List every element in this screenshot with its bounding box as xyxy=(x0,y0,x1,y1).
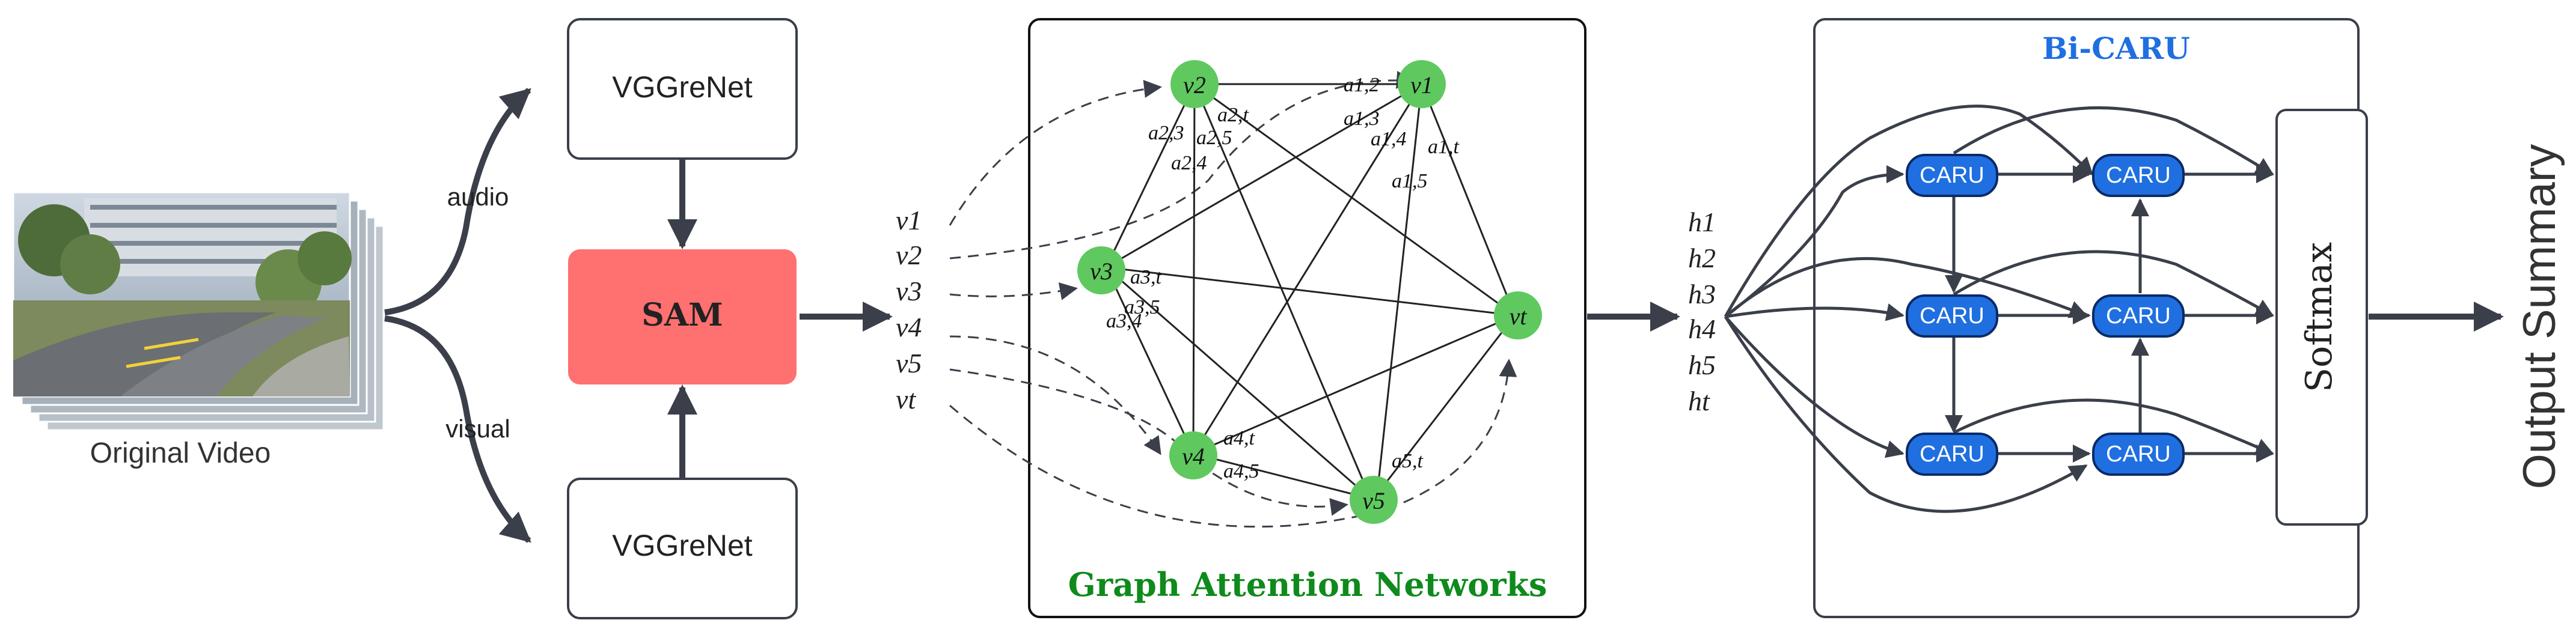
bicaru-title: Bi-CARU xyxy=(2042,31,2190,66)
softmax-box xyxy=(2275,109,2368,526)
input-v1: v1 xyxy=(896,205,922,235)
edge-label-a25: a2,5 xyxy=(1196,127,1232,149)
edge-label-a24: a2,4 xyxy=(1171,152,1207,174)
edge-label-a2t: a2,t xyxy=(1217,104,1250,126)
input-vt: vt xyxy=(896,384,916,415)
node-v1-label: v1 xyxy=(1410,71,1433,99)
hidden-h5: h5 xyxy=(1688,350,1716,380)
caru-cell-b2-label: CARU xyxy=(2106,303,2171,329)
input-v2: v2 xyxy=(896,240,922,270)
hidden-h4: h4 xyxy=(1688,314,1716,344)
node-v3-label: v3 xyxy=(1090,258,1113,285)
caru-cell-b3-label: CARU xyxy=(2106,442,2171,467)
node-v3 xyxy=(1077,246,1125,294)
node-v1 xyxy=(1398,60,1446,108)
node-v5 xyxy=(1350,476,1398,524)
visual-label: visual xyxy=(445,415,510,443)
caru-cell-b2 xyxy=(2092,294,2185,338)
caru-cells: CARU CARU CARU CARU CARU CARU xyxy=(1906,154,2185,476)
video-frame xyxy=(12,191,352,398)
edge-label-a5t: a5,t xyxy=(1392,450,1424,472)
edge-label-a23: a2,3 xyxy=(1148,122,1184,144)
node-v4 xyxy=(1169,431,1217,479)
hidden-list: h1 h2 h3 h4 h5 ht xyxy=(1688,207,1716,416)
vggrenet-top-box xyxy=(567,18,798,160)
input-v4: v4 xyxy=(896,312,922,342)
caru-cell-f3 xyxy=(1906,433,1998,476)
input-v3: v3 xyxy=(896,276,922,306)
caru-cell-b1-label: CARU xyxy=(2106,163,2171,188)
fanout-arrows xyxy=(1724,105,2094,513)
audio-label: audio xyxy=(447,183,509,211)
caru-cell-b1 xyxy=(2092,154,2185,197)
caru-cell-f2-label: CARU xyxy=(1920,303,1984,329)
gat-box xyxy=(1028,18,1586,618)
branch-arrows xyxy=(384,88,531,543)
edge-label-a45: a4,5 xyxy=(1223,460,1259,482)
edge-label-a13: a1,3 xyxy=(1344,108,1380,130)
caru-cell-f3-label: CARU xyxy=(1920,442,1984,467)
node-vt xyxy=(1494,291,1542,339)
caru-cell-f1-label: CARU xyxy=(1920,163,1984,188)
softmax-label: Softmax xyxy=(2298,242,2340,392)
node-vt-label: vt xyxy=(1510,303,1528,330)
graph-nodes: v2 v1 v3 vt v4 v5 xyxy=(1077,60,1542,524)
input-list: v1 v2 v3 v4 v5 vt xyxy=(896,205,922,415)
caru-connections xyxy=(1945,106,2274,463)
caru-cell-b3 xyxy=(2092,433,2185,476)
hidden-h3: h3 xyxy=(1688,279,1716,309)
edge-labels: a1,2 a2,t a1,3 a2,3 a2,5 a1,4 a1,t a2,4 … xyxy=(1106,74,1460,482)
vggrenet-bottom-label: VGGreNet xyxy=(612,529,753,562)
video-caption: Original Video xyxy=(90,437,271,469)
edge-label-a1t: a1,t xyxy=(1428,136,1460,158)
edge-label-a14: a1,4 xyxy=(1371,128,1407,150)
caru-cell-f1 xyxy=(1906,154,1998,197)
video-stack xyxy=(12,191,385,431)
edge-label-a4t: a4,t xyxy=(1223,427,1256,449)
gat-title: Graph Attention Networks xyxy=(1068,565,1547,604)
node-v5-label: v5 xyxy=(1362,487,1385,514)
node-v2 xyxy=(1170,60,1219,108)
hidden-ht: ht xyxy=(1688,386,1710,416)
hidden-h1: h1 xyxy=(1688,207,1716,237)
hidden-h2: h2 xyxy=(1688,243,1716,273)
vggrenet-top-label: VGGreNet xyxy=(612,70,753,104)
edge-label-a35: a3,5 xyxy=(1124,296,1160,318)
edge-label-a34: a3,4 xyxy=(1106,310,1142,332)
vggrenet-bottom-box xyxy=(567,478,798,619)
input-v5: v5 xyxy=(896,348,922,378)
edge-label-a3t: a3,t xyxy=(1130,266,1163,288)
sam-box xyxy=(568,249,797,384)
graph-edges xyxy=(1105,79,1516,500)
node-v2-label: v2 xyxy=(1183,71,1206,99)
edge-label-a12: a1,2 xyxy=(1344,74,1380,96)
caru-cell-f2 xyxy=(1906,294,1998,338)
edge-label-a15: a1,5 xyxy=(1392,170,1428,192)
sam-label: SAM xyxy=(641,297,723,333)
output-label: Output Summary xyxy=(2514,144,2565,489)
node-v4-label: v4 xyxy=(1182,443,1205,470)
